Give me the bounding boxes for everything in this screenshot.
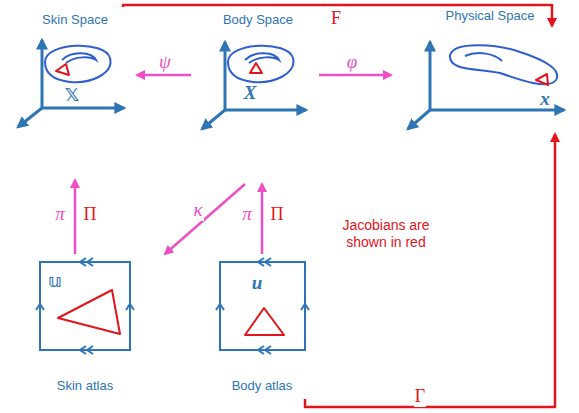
panel-caption: Body atlas [232, 378, 293, 393]
panel-title: Skin Space [42, 12, 108, 27]
axis-line [225, 109, 306, 112]
red-triangle [536, 74, 548, 85]
space-panel: Physical Spacex [395, 30, 570, 130]
map-label: φ [346, 51, 359, 73]
math-symbol: 𝕦 [49, 270, 62, 291]
map-arrow [319, 74, 391, 77]
map-arrow [261, 184, 264, 254]
red-triangle [250, 63, 262, 73]
atlas-squares [36, 258, 309, 354]
map-label: π [241, 203, 253, 225]
map-label: κ [192, 199, 203, 221]
math-symbol: u [252, 272, 263, 294]
body-blob [228, 46, 293, 83]
physical-blob [450, 45, 557, 84]
body-shapes [45, 45, 557, 84]
axis-line [408, 110, 430, 129]
axis-line [202, 110, 225, 129]
atlas-panel: 𝕦Skin atlas [30, 258, 180, 398]
map-arrow [137, 74, 191, 77]
blob-swirl [465, 53, 502, 61]
map-arrow [165, 184, 245, 254]
axes [18, 40, 564, 129]
atlas-square [220, 262, 305, 350]
axis-line [18, 108, 42, 127]
note-text: Jacobians are shown in red [332, 217, 440, 252]
map-label: π [54, 203, 66, 225]
red-triangle [56, 64, 69, 75]
math-symbol: x [540, 88, 550, 110]
jacobian-arrow [305, 134, 555, 407]
jacobian-symbol: Π [84, 204, 97, 225]
axis-line [42, 107, 124, 110]
space-panel: Body SpaceX [195, 8, 315, 180]
red-triangle [58, 290, 120, 334]
edge-chevron [80, 258, 93, 266]
edge-chevron [301, 304, 309, 310]
edge-chevron [258, 258, 271, 266]
panel-title: Physical Space [446, 8, 535, 23]
axis-line [429, 42, 432, 110]
map-label: F [330, 8, 342, 29]
jacobian-symbol: Π [271, 204, 284, 225]
axis-line [224, 42, 227, 110]
edge-chevron [126, 304, 134, 310]
blob-swirl [62, 53, 96, 63]
edge-chevron [80, 346, 93, 354]
atlas-panel: uBody atlas [205, 258, 315, 398]
edge-chevron [216, 304, 224, 310]
space-panel: Skin Space𝕏 [8, 8, 133, 176]
math-symbol: X [244, 82, 257, 104]
atlas-square [40, 262, 130, 350]
blob-swirl [245, 53, 279, 63]
map-label: Γ [414, 386, 426, 407]
panel-title: Body Space [223, 12, 293, 27]
map-label: ψ [158, 51, 172, 73]
panel-caption: Skin atlas [57, 378, 113, 393]
edge-chevron [36, 304, 44, 310]
map-arrow [74, 180, 77, 254]
math-symbol: 𝕏 [65, 84, 80, 105]
edge-chevron [258, 346, 271, 354]
skin-blob [45, 46, 110, 83]
red-triangle [245, 308, 284, 335]
axis-line [41, 40, 44, 108]
